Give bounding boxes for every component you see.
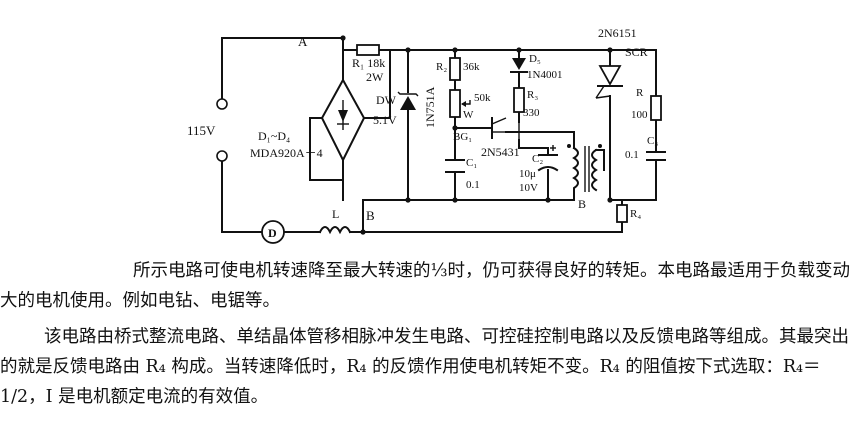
label-motor: D [268, 226, 277, 240]
source-terminal-bottom [216, 150, 228, 162]
motor [261, 220, 285, 244]
capacitor-c3 [646, 151, 666, 161]
label-r: R [636, 87, 644, 99]
resistor-r4 [616, 204, 628, 223]
resistor-r [650, 95, 662, 121]
resistor-r1 [356, 44, 380, 56]
capacitor-c1 [445, 159, 465, 173]
scr [595, 65, 623, 99]
label-bridge-name: D₁~D₄ [258, 129, 290, 143]
label-scr-part: 2N6151 [598, 26, 637, 40]
label-c2: C₂ [532, 153, 543, 165]
label-r1-power: 2W [366, 70, 384, 84]
diode-d5 [510, 58, 528, 73]
label-r3: R₃ [527, 89, 538, 101]
label-bridge-part: MDA920A－4 [250, 146, 323, 160]
label-pot: W [463, 109, 474, 121]
label-node-b: B [366, 208, 375, 223]
label-r-val: 100 [631, 109, 648, 121]
label-node-a: A [298, 34, 308, 49]
label-zener-part: 1N751A [423, 86, 437, 128]
capacitor-c2 [537, 145, 559, 172]
wiring [221, 37, 657, 233]
resistor-r2 [449, 57, 461, 81]
label-c1-val: 0.1 [466, 179, 480, 191]
label-r2: R₂ [436, 61, 447, 73]
label-inductor: L [332, 207, 339, 221]
label-ujt: BG₁ [453, 131, 472, 143]
label-zener-v: 5.1V [373, 113, 397, 127]
description-paragraph-1: 所示电路可使电机转速降至最大转速的⅓时，仍可获得良好的转矩。本电路最适用于负载变… [0, 261, 850, 311]
label-d5-part: 1N4001 [527, 69, 562, 81]
label-c3: C₃ [647, 135, 658, 147]
label-pot-val: 50k [474, 92, 491, 104]
label-source: 115V [187, 123, 216, 138]
inductor-l [318, 226, 352, 235]
label-c2-volt: 10V [519, 182, 538, 194]
label-d5: D₅ [529, 53, 541, 65]
label-ujt-part: 2N5431 [481, 145, 520, 159]
pulse-transformer [567, 144, 602, 192]
circuit-schematic: A B B 115V D₁~D₄ MDA920A－4 R₁ 18k 2W DW … [187, 26, 666, 244]
label-c3-val: 0.1 [625, 149, 639, 161]
label-r3-val: 330 [523, 107, 540, 119]
label-r2-val: 36k [463, 61, 480, 73]
label-r4: R₄ [630, 208, 641, 220]
description-paragraph-2: 该电路由桥式整流电路、单结晶体管移相脉冲发生电路、可控硅控制电路以及反馈电路等组… [0, 327, 849, 407]
resistor-r3 [513, 87, 525, 113]
source-terminal-top [216, 98, 228, 110]
label-c1: C₁ [466, 157, 477, 169]
label-c2-val: 10μ [519, 168, 536, 180]
label-scr: SCR [625, 45, 648, 59]
label-r1: R₁ 18k [352, 56, 385, 70]
label-node-b2: B [578, 197, 586, 211]
potentiometer-w [449, 89, 471, 118]
bridge-rectifier [320, 77, 366, 163]
ujt-bg1 [491, 117, 507, 139]
junction-dots [340, 35, 613, 235]
zener-diode-dw [397, 91, 419, 110]
label-zener: DW [376, 93, 397, 107]
